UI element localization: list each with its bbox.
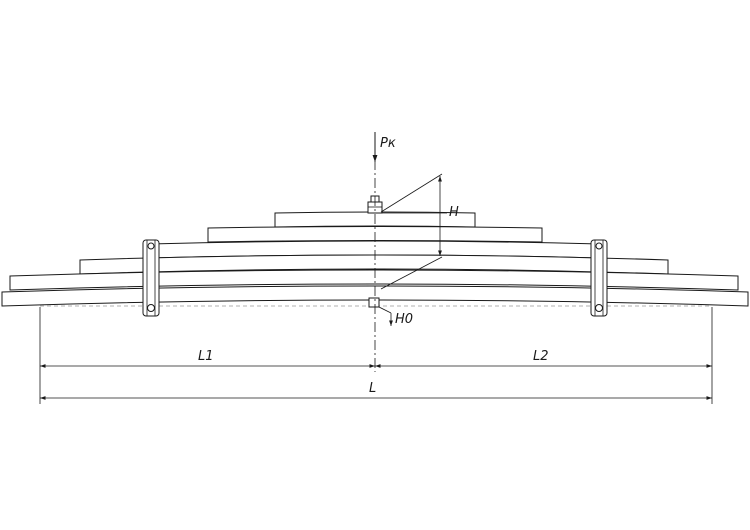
length-label: L <box>369 381 376 396</box>
height0-leader <box>378 306 393 326</box>
right-clip <box>590 239 608 317</box>
leaf-5 <box>9 269 739 291</box>
height-dimension <box>379 173 447 290</box>
load-label: Pк <box>380 136 396 151</box>
height-label: H <box>449 205 459 220</box>
left-clip <box>142 239 160 317</box>
center-bolt-head <box>368 297 380 308</box>
height0-label: H0 <box>395 312 413 327</box>
length1-label: L1 <box>198 349 214 364</box>
length2-label: L2 <box>533 349 549 364</box>
